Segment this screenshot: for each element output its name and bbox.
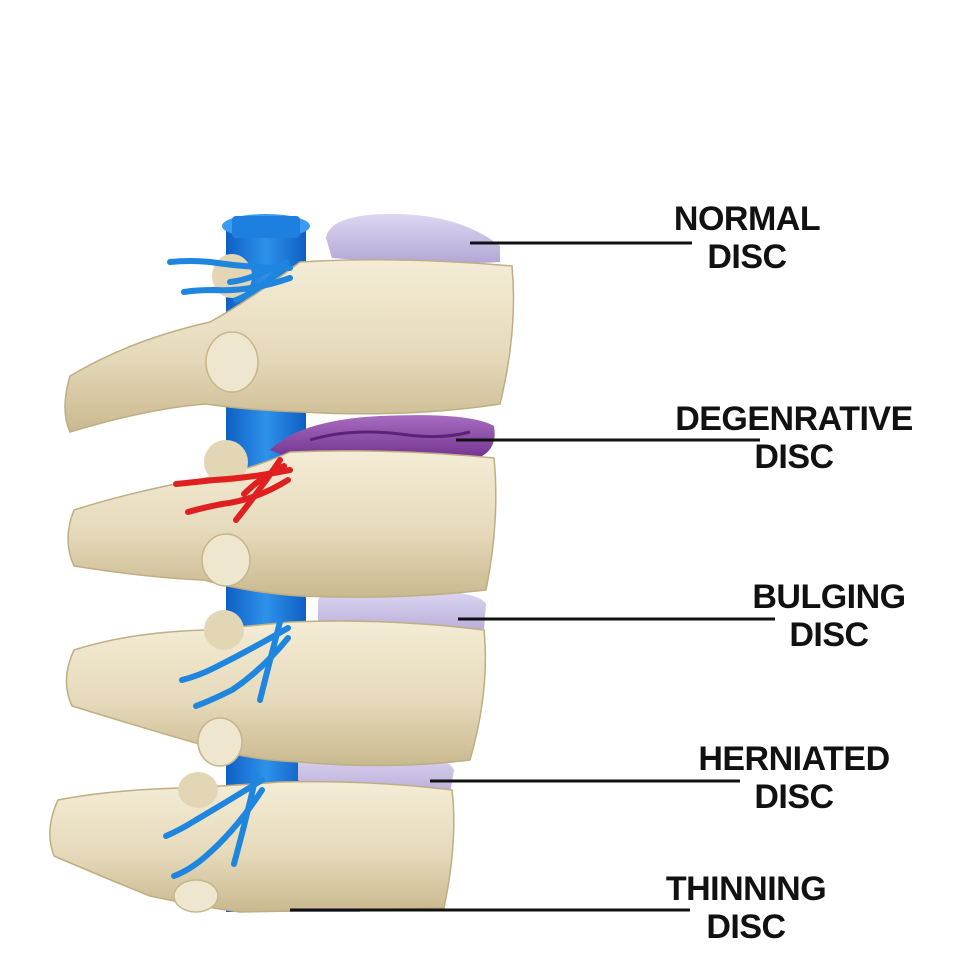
- label-line2: DISC: [789, 616, 869, 654]
- vertebra-4: [49, 772, 455, 913]
- label-line1: HERNIATED: [698, 740, 890, 778]
- nerve-roots-herniated: [163, 773, 265, 879]
- label-line1: THINNING: [665, 870, 827, 908]
- label-line2: DISC: [754, 778, 834, 816]
- label-normal-disc: NORMAL DISC: [664, 200, 830, 276]
- vertebra-3: [65, 610, 487, 767]
- disc-normal: [326, 214, 500, 264]
- label-line2: DISC: [706, 908, 786, 946]
- label-line1: BULGING: [752, 578, 906, 616]
- label-line1: DEGENRATIVE: [675, 400, 913, 438]
- nerve-roots-top: [167, 258, 293, 303]
- label-line1: NORMAL: [673, 200, 821, 238]
- label-bulging-disc: BULGING DISC: [746, 578, 912, 654]
- nerve-roots-degenerative: [173, 457, 293, 523]
- label-thinning-disc: THINNING DISC: [656, 870, 836, 946]
- vertebra-2: [67, 440, 497, 598]
- label-line2: DISC: [754, 438, 834, 476]
- label-line2: DISC: [707, 238, 787, 276]
- label-herniated-disc: HERNIATED DISC: [694, 740, 894, 816]
- label-degenerative-disc: DEGENRATIVE DISC: [668, 400, 920, 476]
- nerve-roots-bulging: [179, 619, 291, 709]
